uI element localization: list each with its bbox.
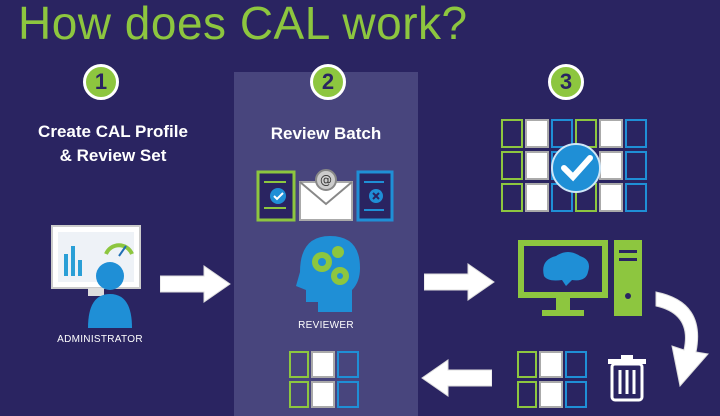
step-2-label: Review Batch xyxy=(270,124,382,143)
step-1-badge: 1 xyxy=(83,64,119,100)
document-grid-small-icon xyxy=(516,350,590,410)
green-document-icon xyxy=(256,170,296,222)
administrator-label: ADMINISTRATOR xyxy=(57,334,143,345)
reviewer-head-gears-icon xyxy=(290,232,366,316)
step-1-label-line1: Create CAL Profile xyxy=(38,122,188,141)
curved-arrow-down xyxy=(654,282,714,392)
svg-text:@: @ xyxy=(320,173,332,187)
document-grid-icon xyxy=(500,118,650,214)
step-3-badge: 3 xyxy=(548,64,584,100)
checkmark-icon xyxy=(551,143,601,193)
computer-brain-icon xyxy=(516,236,646,320)
step-2-badge: 2 xyxy=(310,64,346,100)
next-batch-documents-icon xyxy=(288,350,362,410)
step-1-label: Create CAL Profile & Review Set xyxy=(8,120,218,168)
blue-document-icon xyxy=(356,170,394,222)
arrow-step1-to-step2 xyxy=(160,264,232,304)
arrow-step2-to-step3 xyxy=(424,262,496,302)
trash-icon xyxy=(606,354,648,402)
reviewer-label: REVIEWER xyxy=(298,320,354,331)
step-1-label-line2: & Review Set xyxy=(59,146,167,165)
administrator-monitor-icon xyxy=(50,224,150,334)
review-documents-icons: @ xyxy=(256,168,396,224)
arrow-back-to-review xyxy=(420,358,492,398)
envelope-icon: @ xyxy=(299,169,353,221)
diagram-title: How does CAL work? xyxy=(18,0,468,49)
